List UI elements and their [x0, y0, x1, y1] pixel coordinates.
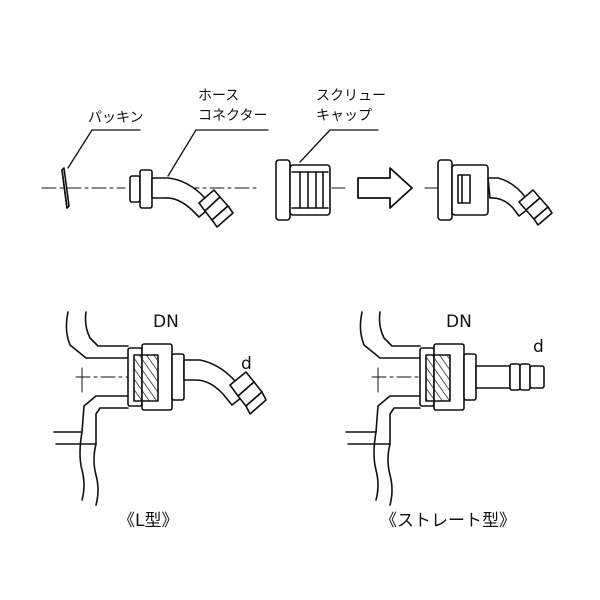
- straight-type-caption: 《ストレート型》: [380, 511, 516, 531]
- tank-wall-right: [345, 311, 421, 506]
- packing-part: [61, 167, 70, 209]
- screw-cap-part: [275, 159, 331, 221]
- dn-label-right: DN: [446, 312, 472, 332]
- packing-label: パッキン: [88, 110, 144, 126]
- straight-type-assembly: [419, 343, 545, 411]
- hose-connector-leader: [167, 129, 269, 177]
- d-label-left: d: [241, 354, 252, 374]
- assembled-part: [437, 159, 553, 226]
- screw-cap-label-line2: キャップ: [316, 108, 372, 124]
- l-type-assembly: [127, 343, 267, 415]
- assembly-arrow: [357, 167, 413, 209]
- screw-cap-leader: [299, 129, 379, 163]
- dn-label-left: DN: [153, 312, 179, 332]
- l-type-caption: 《L型》: [118, 511, 179, 531]
- hose-connector-label-line2: コネクター: [198, 108, 268, 124]
- hose-connector-label-line1: ホース: [198, 88, 240, 104]
- screw-cap-label-line1: スクリュー: [316, 88, 386, 104]
- d-label-right: d: [533, 337, 544, 357]
- tank-wall-left: [53, 311, 129, 506]
- packing-leader: [67, 129, 141, 169]
- hose-connector-part: [129, 169, 234, 228]
